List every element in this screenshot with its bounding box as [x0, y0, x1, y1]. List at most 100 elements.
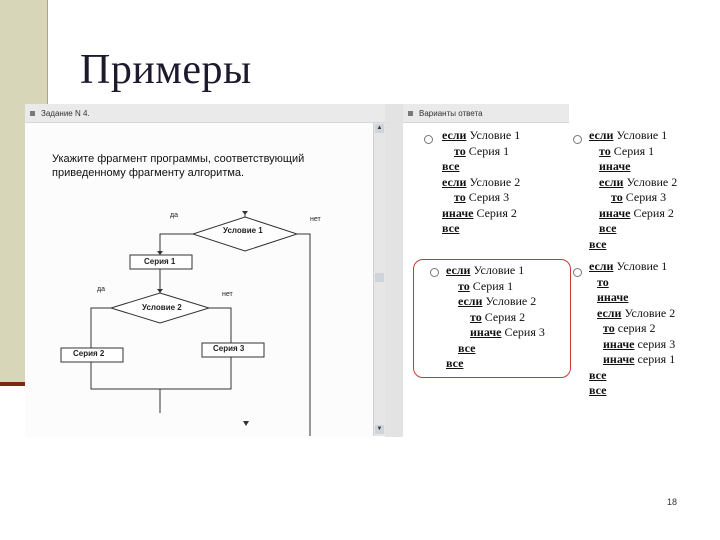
task-question-line-1: Укажите фрагмент программы, соответствую…: [52, 153, 305, 165]
task-pane-scrollbar[interactable]: ▲ ▼: [373, 123, 385, 436]
answers-header-text: Варианты ответа: [419, 109, 483, 118]
keyword-text: все: [458, 340, 476, 355]
keyword-text: все: [589, 383, 607, 397]
answer-option-1-text[interactable]: если Условие 1 то Серия 1 все если Услов…: [442, 128, 520, 237]
flow-label-yes-mid: да: [97, 286, 105, 293]
condition2-diamond: [109, 292, 211, 324]
keyword-text: иначе: [603, 352, 635, 366]
keyword-text: все: [589, 236, 607, 251]
flow-no-branch: [297, 233, 311, 436]
scroll-down-button[interactable]: ▼: [375, 425, 384, 434]
option1-line-2: то Серия 1: [454, 143, 510, 158]
flowchart: [60, 211, 311, 436]
arrow-head-bottom: [243, 421, 249, 426]
answer-option-4[interactable]: если Условие 1 то иначе если Условие 2 т…: [589, 259, 675, 399]
option2-radio[interactable]: [573, 135, 582, 144]
page-number: 18: [667, 497, 678, 507]
option4-line-4: если Условие 2: [597, 305, 676, 320]
option2-line-2: то Серия 1: [599, 143, 655, 158]
task-header-text: Задание N 4.: [41, 109, 90, 118]
option3-line-3: если Условие 2: [458, 294, 537, 308]
option2-line-1: если Условие 1: [589, 128, 668, 142]
flow-merge: [90, 357, 232, 390]
condition1-diamond: [191, 216, 299, 252]
keyword-text: то: [611, 190, 623, 204]
keyword-text: то: [470, 309, 482, 324]
option4-radio[interactable]: [573, 268, 582, 277]
keyword-text: то: [458, 278, 470, 293]
header-square-icon: [408, 111, 413, 116]
slide-accent-bar: [0, 382, 30, 386]
option4-line-2: то: [589, 275, 675, 291]
keyword-text: иначе: [599, 205, 631, 220]
option3-line-4: то Серия 2: [470, 309, 526, 324]
condition2-text: Условие 2: [142, 303, 182, 312]
task-pane-header: Задание N 4.: [25, 104, 385, 123]
series1-box: [129, 254, 193, 270]
keyword-text: иначе: [470, 325, 502, 339]
option1-line-1: если Условие 1: [442, 128, 521, 142]
keyword-text: если: [442, 128, 467, 142]
keyword-text: все: [442, 221, 460, 235]
option2-line-5: то Серия 3: [611, 190, 667, 204]
correct-answer-highlight: [413, 259, 571, 378]
option3-line-2: то Серия 1: [458, 278, 514, 293]
task-question: Укажите фрагмент программы, соответствую…: [52, 152, 304, 180]
option2-line-8: все: [589, 237, 677, 253]
scroll-thumb[interactable]: [375, 273, 384, 282]
option4-line-8: все: [589, 368, 675, 384]
option2-line-3: иначе: [589, 159, 677, 175]
keyword-text: то: [597, 274, 609, 289]
answer-option-3[interactable]: если Условие 1 то Серия 1 если Условие 2…: [446, 263, 545, 372]
arrow-head-series1: [157, 251, 163, 255]
task-pane: [25, 104, 385, 437]
keyword-text: иначе: [599, 159, 631, 173]
flow-label-no-top: нет: [310, 216, 321, 223]
header-square-icon: [30, 111, 35, 116]
option3-line-6: все: [446, 341, 545, 357]
option4-line-7: иначе серия 1: [603, 352, 676, 366]
keyword-text: то: [599, 143, 611, 158]
series2-box: [60, 347, 124, 363]
option1-line-6: иначе Серия 2: [442, 205, 517, 220]
scroll-up-button[interactable]: ▲: [375, 124, 384, 133]
option4-line-6: иначе серия 3: [603, 336, 676, 351]
keyword-text: все: [599, 221, 617, 235]
option4-line-5: то серия 2: [603, 321, 656, 335]
arrow-head-cond2: [157, 289, 163, 293]
option2-line-7: все: [589, 221, 677, 237]
keyword-text: иначе: [603, 336, 635, 351]
series3-text: Серия 3: [213, 344, 245, 353]
flow-no-branch-2: [209, 307, 232, 343]
option1-radio[interactable]: [424, 135, 433, 144]
option4-line-3: иначе: [589, 290, 675, 306]
keyword-text: если: [599, 174, 624, 189]
keyword-text: то: [454, 143, 466, 158]
option3-line-1: если Условие 1: [446, 263, 525, 277]
flow-yes-branch-2: [90, 307, 111, 348]
condition1-text: Условие 1: [223, 226, 263, 235]
task-question-line-2: приведенному фрагменту алгоритма.: [52, 167, 245, 179]
option2-line-6: иначе Серия 2: [599, 205, 674, 220]
option1-line-7: все: [442, 221, 520, 237]
keyword-text: если: [589, 259, 614, 273]
answers-pane-header: Варианты ответа: [403, 104, 569, 123]
keyword-text: если: [442, 174, 467, 189]
option4-line-1: если Условие 1: [589, 259, 668, 273]
series1-text: Серия 1: [144, 257, 176, 266]
option3-line-7: все: [446, 356, 545, 372]
answer-option-2[interactable]: если Условие 1 то Серия 1 иначе если Усл…: [589, 128, 677, 252]
arrow-head-top: [242, 211, 248, 215]
keyword-text: иначе: [442, 205, 474, 220]
keyword-text: если: [458, 294, 483, 308]
option1-line-3: все: [442, 159, 520, 175]
option2-line-4: если Условие 2: [599, 174, 678, 189]
keyword-text: то: [603, 321, 615, 335]
option3-radio[interactable]: [430, 268, 439, 277]
slide-title: Примеры: [80, 47, 252, 93]
keyword-text: если: [446, 263, 471, 277]
keyword-text: все: [589, 367, 607, 382]
pane-divider[interactable]: [385, 104, 403, 437]
keyword-text: все: [446, 356, 464, 370]
series3-box: [201, 342, 265, 358]
